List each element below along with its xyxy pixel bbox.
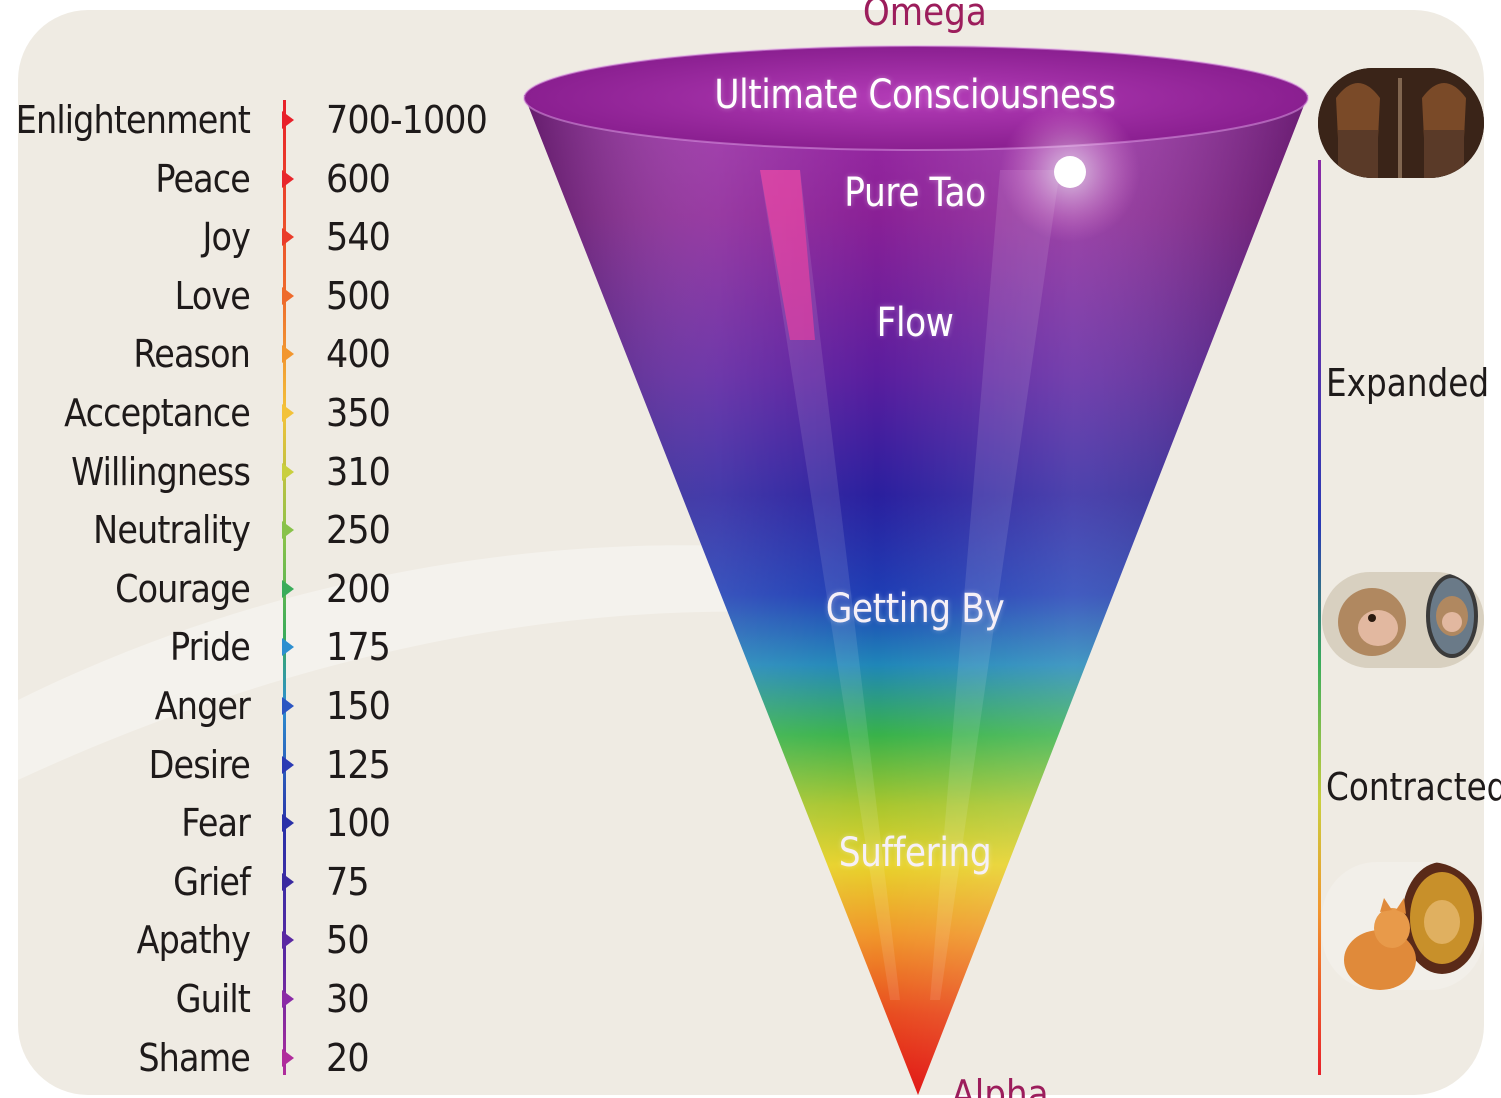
cone-light-streak xyxy=(930,170,1060,1000)
cone-band-label: Flow xyxy=(876,300,954,346)
level-value: 200 xyxy=(326,566,391,611)
level-value: 30 xyxy=(326,977,370,1021)
level-marker-icon xyxy=(282,111,294,129)
level-marker-icon xyxy=(282,755,294,774)
level-name: Desire xyxy=(148,742,251,787)
level-name: Apathy xyxy=(136,918,251,963)
level-marker-icon xyxy=(282,872,294,891)
cone-band-label: Getting By xyxy=(825,586,1005,632)
sparkle-core xyxy=(1054,156,1086,188)
level-value: 700-1000 xyxy=(326,98,488,142)
level-marker-icon xyxy=(282,462,294,481)
level-value: 150 xyxy=(326,684,391,728)
level-value: 400 xyxy=(326,332,391,377)
level-marker-icon xyxy=(282,345,294,364)
level-name: Courage xyxy=(115,566,251,611)
level-marker-icon xyxy=(282,990,294,1008)
level-marker-icon xyxy=(282,638,294,657)
level-name: Guilt xyxy=(175,977,251,1021)
level-name: Shame xyxy=(138,1035,251,1080)
contracted-label: Contracted xyxy=(1326,765,1501,809)
level-name: Reason xyxy=(133,332,250,377)
level-marker-icon xyxy=(282,521,294,540)
cone-light-streak xyxy=(760,170,900,1000)
cat-lion-mirror-photo xyxy=(1322,862,1484,990)
background-swoosh xyxy=(18,545,880,780)
level-name: Pride xyxy=(169,625,251,670)
level-name: Love xyxy=(174,273,251,318)
level-value: 20 xyxy=(326,1035,370,1080)
cone-shading xyxy=(524,95,1308,1095)
level-value: 50 xyxy=(326,918,370,963)
level-value: 75 xyxy=(326,859,370,904)
level-value: 310 xyxy=(326,449,391,494)
level-marker-icon xyxy=(282,286,294,305)
cone-bottom-label: Alpha xyxy=(951,1072,1049,1098)
cone-top-label: Omega xyxy=(862,0,987,34)
level-name: Acceptance xyxy=(64,391,251,435)
level-value: 250 xyxy=(326,508,391,553)
level-name: Neutrality xyxy=(93,508,251,553)
expansion-scale-line xyxy=(1318,160,1321,1075)
level-value: 500 xyxy=(326,273,391,318)
level-value: 100 xyxy=(326,801,391,846)
level-marker-icon xyxy=(282,228,294,247)
level-marker-icon xyxy=(282,931,294,950)
level-name: Grief xyxy=(173,859,251,904)
level-marker-icon xyxy=(282,579,294,598)
level-value: 350 xyxy=(326,391,391,435)
level-value: 540 xyxy=(326,215,391,260)
cone-pink-streak xyxy=(760,170,815,340)
cone-band-label: Suffering xyxy=(838,830,992,876)
cone-band-label: Ultimate Consciousness xyxy=(714,72,1116,118)
level-name: Joy xyxy=(202,215,251,260)
women-mirror-photo xyxy=(1318,68,1484,178)
monkey-mirror-photo xyxy=(1322,572,1484,668)
level-marker-icon xyxy=(282,697,294,715)
level-name: Anger xyxy=(154,684,251,728)
level-value: 600 xyxy=(326,156,391,201)
level-name: Willingness xyxy=(71,449,251,494)
level-name: Enlightenment xyxy=(15,98,251,142)
cone-band-label: Pure Tao xyxy=(844,170,986,216)
level-name: Peace xyxy=(155,156,250,201)
expanded-label: Expanded xyxy=(1326,361,1490,405)
level-value: 125 xyxy=(326,742,391,787)
level-marker-icon xyxy=(282,814,294,833)
cone-top-rim-highlight xyxy=(523,45,1309,151)
level-value: 175 xyxy=(326,625,391,670)
level-marker-icon xyxy=(282,1048,294,1067)
level-marker-icon xyxy=(282,404,294,422)
level-marker-icon xyxy=(282,169,294,188)
level-name: Fear xyxy=(181,801,251,846)
